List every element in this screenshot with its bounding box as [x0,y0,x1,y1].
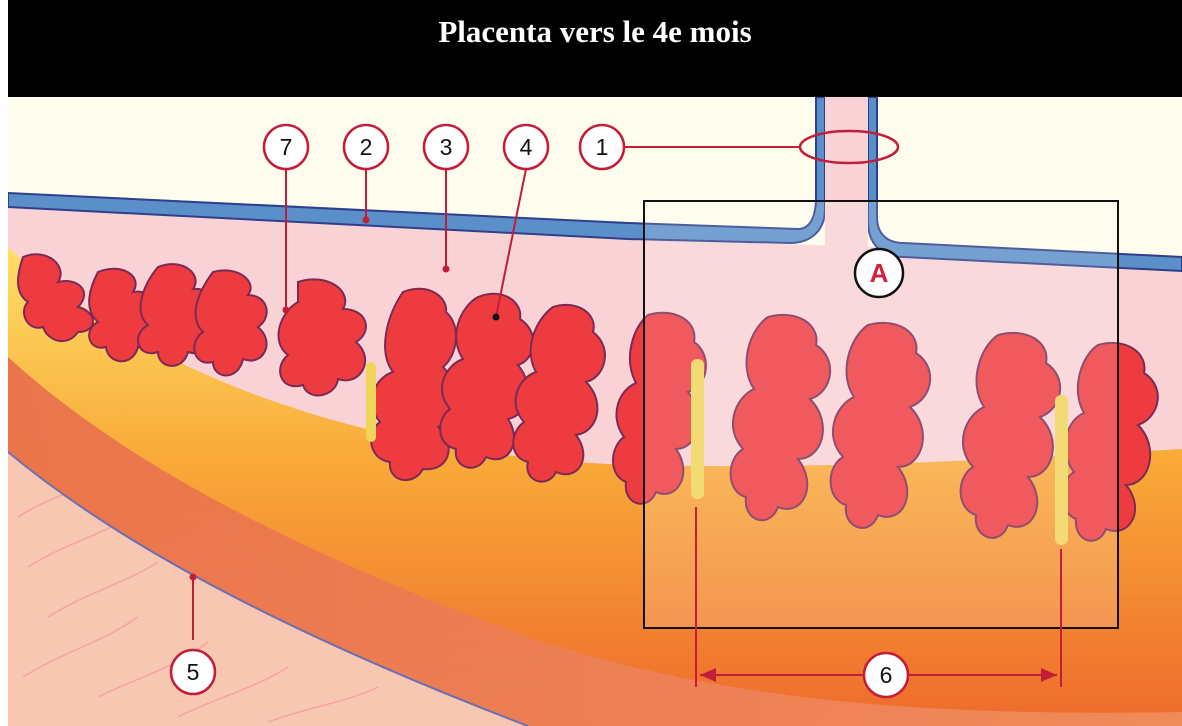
label-3-text: 3 [440,134,453,160]
label-6-text: 6 [880,662,893,688]
label-7-text: 7 [280,134,293,160]
diagram-title: Placenta vers le 4e mois [8,14,1182,50]
label-3: 3 [424,125,468,169]
label-4: 4 [504,125,548,169]
label-2: 2 [344,125,388,169]
label-A: A [855,249,903,297]
label-5-text: 5 [187,659,200,685]
label-2-text: 2 [360,134,373,160]
label-4-text: 4 [520,134,533,160]
placenta-diagram: 1 2 3 4 5 6 7 A [8,97,1182,726]
label-5: 5 [171,650,215,694]
label-6: 6 [864,653,908,697]
title-bar: Placenta vers le 4e mois [8,0,1182,97]
label-7: 7 [264,125,308,169]
label-A-text: A [870,258,889,288]
label-1-text: 1 [596,134,609,160]
label-1: 1 [580,125,624,169]
